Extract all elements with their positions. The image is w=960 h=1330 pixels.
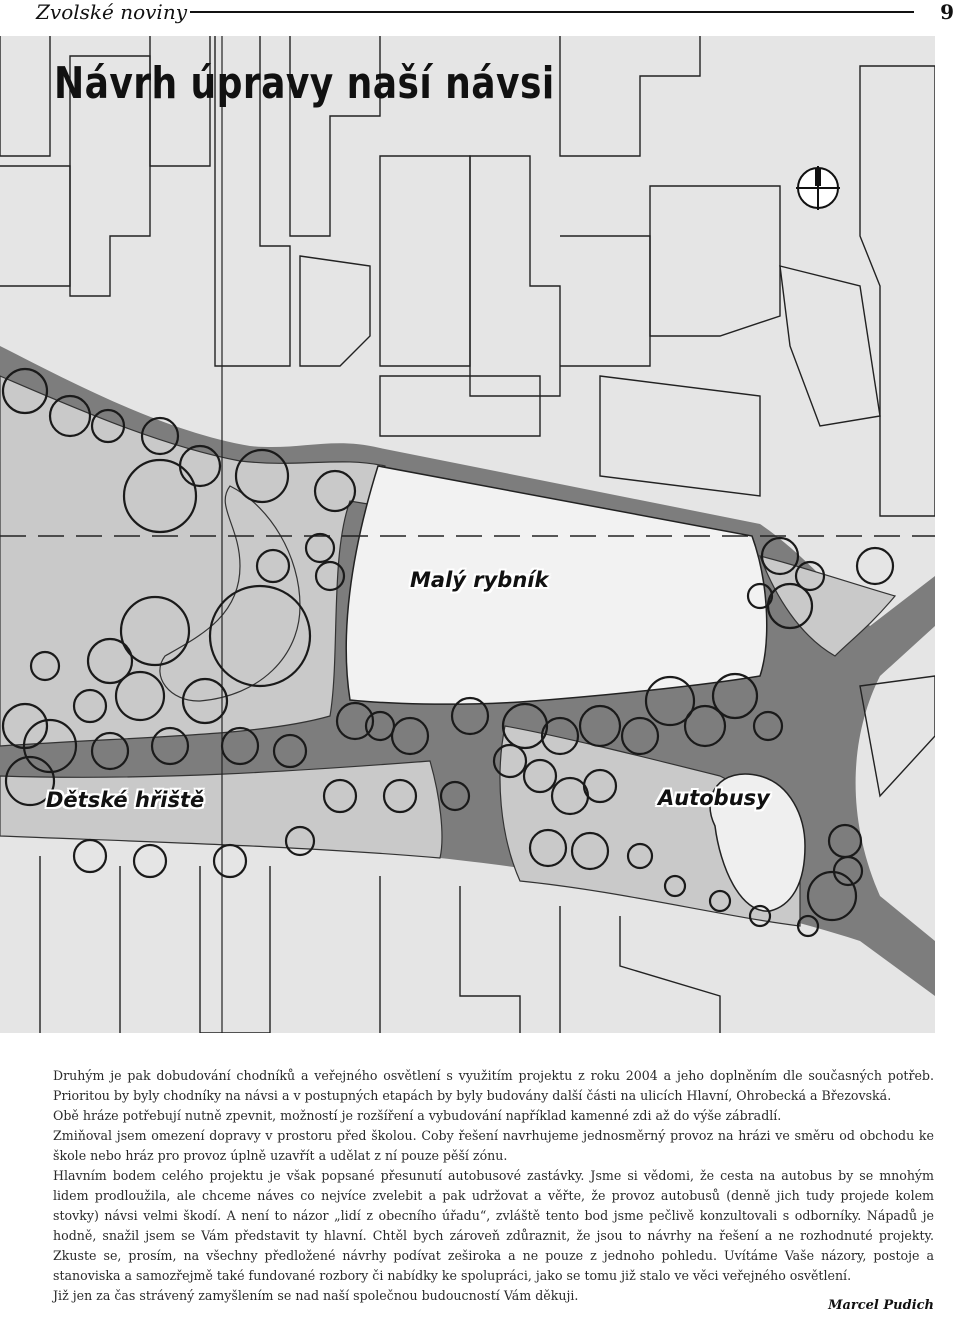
bus-label: Autobusy: [658, 786, 770, 810]
village-plan: Návrh úpravy naší návsi Malý rybník Děts…: [0, 36, 935, 1033]
publication-name: Zvolské noviny: [36, 0, 188, 24]
pond-label: Malý rybník: [410, 568, 549, 592]
article-paragraph: Již jen za čas strávený zamyšlením se na…: [53, 1288, 579, 1303]
article-paragraph: Obě hráze potřebují nutně zpevnit, možno…: [53, 1108, 782, 1123]
author-signature: Marcel Pudich: [828, 1298, 934, 1313]
article-body: Druhým je pak dobudování chodníků a veře…: [53, 1066, 934, 1306]
page-header: Zvolské noviny 9: [0, 0, 960, 26]
article-paragraph: Druhým je pak dobudování chodníků a veře…: [53, 1068, 934, 1103]
north-arrow-icon: [796, 166, 840, 210]
header-rule: [190, 11, 914, 13]
playground-label: Dětské hřiště: [46, 788, 205, 812]
paved-areas: [0, 375, 897, 927]
article-paragraph: Zmiňoval jsem omezení dopravy v prostoru…: [53, 1128, 934, 1163]
plan-title: Návrh úpravy naší návsi: [54, 58, 555, 109]
pond-area: [345, 465, 768, 705]
page-number: 9: [940, 0, 954, 24]
bus-island: [709, 773, 806, 912]
buildings: [0, 36, 935, 1033]
trees: [1, 367, 895, 938]
plan-drawing: [0, 36, 935, 1033]
article-paragraph: Hlavním bodem celého projektu je však po…: [53, 1168, 934, 1283]
